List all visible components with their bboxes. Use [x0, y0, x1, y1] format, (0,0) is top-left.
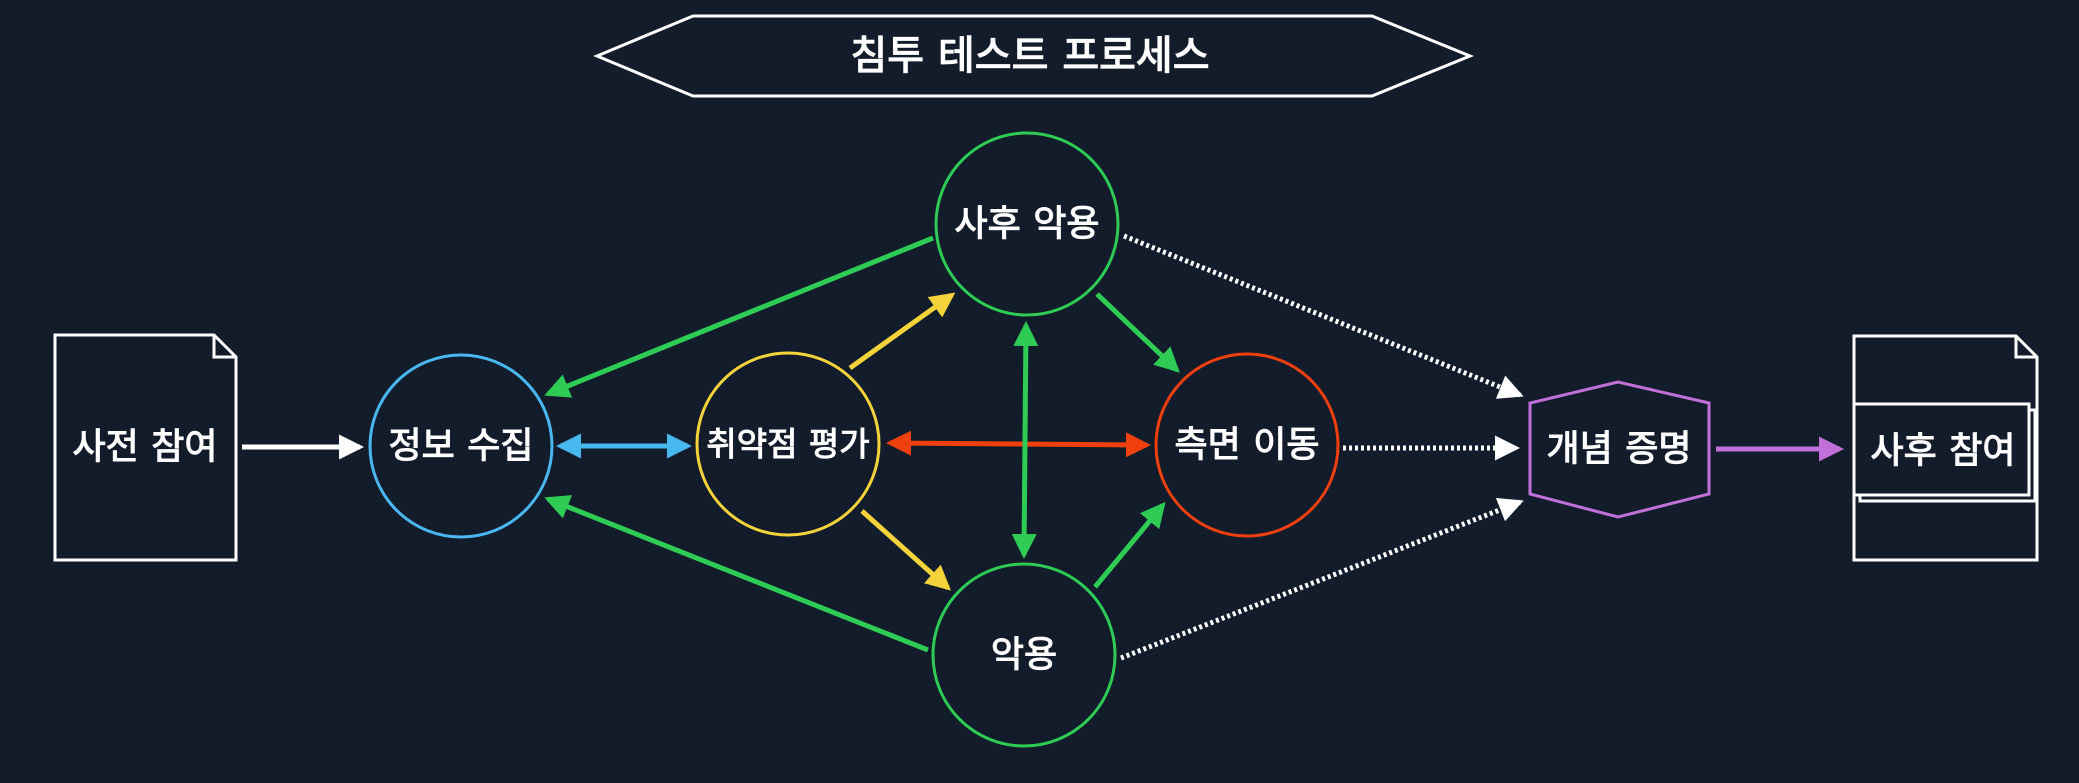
node-exploitation: 악용 — [931, 562, 1117, 748]
edge-vulnerability-lateral — [886, 430, 1151, 458]
node-label: 사전 참여 — [72, 427, 217, 468]
node-vulnerability-analysis: 취약점 평가 — [695, 351, 881, 537]
node-intelligence-gathering: 정보 수집 — [368, 353, 554, 539]
edge-exploitation-to-lateral — [1093, 501, 1166, 589]
node-lateral-movement: 측면 이동 — [1154, 352, 1340, 538]
node-label: 취약점 평가 — [706, 425, 869, 464]
node-label: 정보 수집 — [388, 426, 533, 467]
node-label: 측면 이동 — [1174, 425, 1319, 466]
edges — [242, 233, 1845, 661]
edge-post-exploitation-to-lateral — [1095, 292, 1180, 373]
edge-post-exploitation-to-gathering — [544, 235, 934, 398]
node-label: 사후 악용 — [954, 204, 1099, 245]
node-circle — [1154, 352, 1340, 538]
edge-exploitation-to-poc — [1120, 498, 1524, 661]
node-hexagon — [1528, 380, 1711, 519]
node-post-engagement: 사후 참여 — [1852, 334, 2039, 562]
edge-vulnerability-to-exploitation — [860, 509, 951, 591]
node-label: 악용 — [991, 635, 1057, 676]
node-circle — [695, 351, 881, 537]
document-shape — [53, 333, 238, 562]
stacked-page-front — [1852, 402, 2031, 497]
title-hexagon — [593, 14, 1474, 98]
edge-post-exploitation-to-poc — [1123, 233, 1524, 399]
node-label: 개념 증명 — [1546, 429, 1691, 470]
node-pre-engagement: 사전 참여 — [53, 333, 238, 562]
document-fold — [2014, 336, 2037, 359]
node-proof-of-concept: 개념 증명 — [1528, 380, 1711, 519]
document-fold — [212, 335, 236, 359]
node-circle — [934, 131, 1120, 317]
node-label: 사후 참여 — [1870, 431, 2015, 472]
edge-post-exploitation-exploitation — [1011, 321, 1039, 559]
node-circle — [931, 562, 1117, 748]
title-banner: 침투 테스트 프로세스 — [593, 14, 1474, 98]
edge-vulnerability-to-post-exploitation — [848, 292, 956, 371]
edge-exploitation-to-gathering — [544, 495, 929, 653]
node-post-exploitation: 사후 악용 — [934, 131, 1120, 317]
node-circle — [368, 353, 554, 539]
diagram-title: 침투 테스트 프로세스 — [850, 33, 1209, 79]
